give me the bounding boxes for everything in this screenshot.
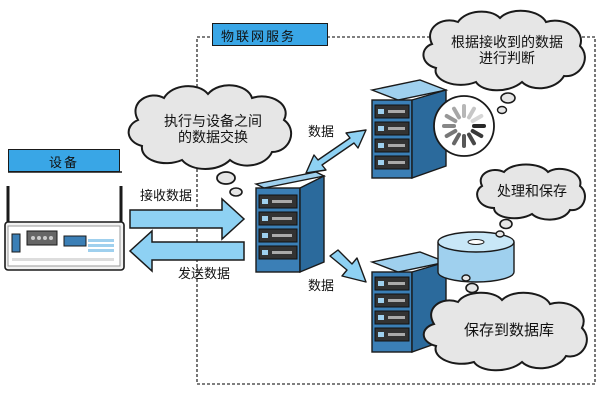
send-label: 发送数据 <box>178 267 231 282</box>
spinner-tick <box>470 129 484 138</box>
judge-cloud-line-1: 根据接收到的数据 <box>451 35 563 51</box>
lower-data-label: 数据 <box>308 279 335 294</box>
exchange-cloud-text: 执行与设备之间 的数据交换 <box>146 114 280 146</box>
iot-service-tag: 物联网服务 <box>212 23 328 46</box>
spinner-tick <box>467 106 476 120</box>
upper-data-arrow <box>305 129 367 174</box>
spinner-tick <box>444 129 458 138</box>
process-cloud <box>476 163 586 238</box>
central-server-icon <box>253 171 327 274</box>
upper-server-icon <box>369 79 449 179</box>
disk-icon <box>437 231 515 283</box>
judge-cloud-line-2: 进行判断 <box>479 51 535 68</box>
upper-data-label: 数据 <box>308 125 335 140</box>
spinner-tick <box>452 106 461 120</box>
db-cloud-text: 保存到数据库 <box>463 321 554 339</box>
receive-label: 接收数据 <box>140 189 193 204</box>
exchange-cloud <box>127 84 293 197</box>
spinner-tick <box>444 114 458 123</box>
db-cloud <box>422 274 588 372</box>
send-arrow <box>128 229 245 273</box>
loading-spinner-icon <box>433 95 495 157</box>
judge-cloud <box>422 9 586 115</box>
judge-cloud-text: 根据接收到的数据 进行判断 <box>436 35 578 67</box>
process-cloud-text: 处理和保存 <box>497 184 567 200</box>
exchange-cloud-line-2: 的数据交换 <box>178 130 248 147</box>
lower-data-arrow <box>329 249 367 283</box>
receive-arrow <box>129 197 246 241</box>
spinner-tick <box>470 114 484 123</box>
spinner-tick <box>452 132 461 146</box>
router-device-icon <box>4 186 125 271</box>
spinner-tick <box>467 132 476 146</box>
exchange-cloud-line-1: 执行与设备之间 <box>164 114 262 130</box>
device-tag: 设备 <box>8 149 120 172</box>
